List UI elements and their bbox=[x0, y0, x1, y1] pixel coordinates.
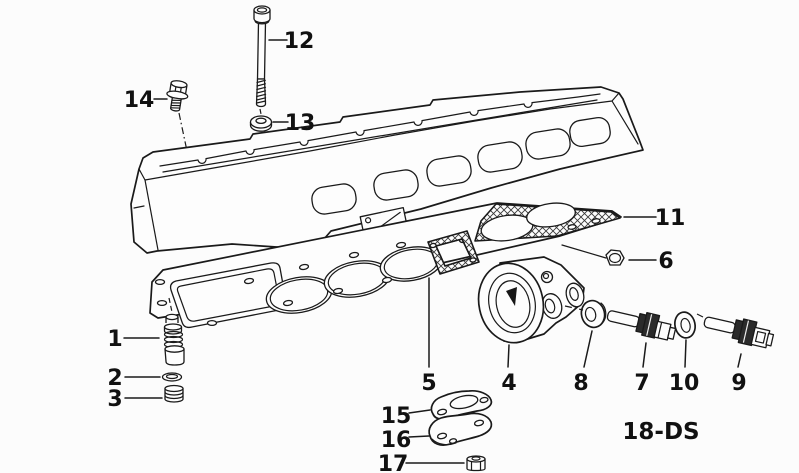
callout-3: 3 bbox=[107, 387, 122, 412]
callout-4: 4 bbox=[501, 371, 516, 396]
part-7-temperature-sensor bbox=[606, 310, 677, 341]
part-11-cylinder-head-gasket bbox=[149, 202, 622, 329]
callout-8: 8 bbox=[573, 371, 588, 396]
spring-coil bbox=[163, 335, 184, 344]
assembly-axis bbox=[564, 305, 704, 318]
callout-10: 10 bbox=[669, 371, 700, 396]
leader-lines bbox=[123, 39, 742, 464]
part-15-flange-gasket bbox=[430, 390, 493, 420]
callout-13: 13 bbox=[285, 111, 316, 136]
callout-17: 17 bbox=[378, 452, 409, 473]
spring-coil bbox=[163, 330, 184, 339]
part-9-temperature-sensor bbox=[703, 316, 775, 349]
callout-14: 14 bbox=[124, 88, 155, 113]
cylinder-bores bbox=[265, 202, 576, 314]
part-3-screw-plug bbox=[164, 384, 184, 403]
callout-6: 6 bbox=[658, 249, 673, 274]
part-8-sealing-grommet bbox=[580, 299, 607, 329]
part-17-flange-nut bbox=[466, 455, 486, 472]
valve-cover-gasket-face bbox=[159, 93, 601, 167]
diagram-code: 18-DS bbox=[622, 419, 699, 445]
part-6-hex-nut bbox=[561, 244, 625, 266]
part-16-blanking-plate bbox=[428, 412, 493, 446]
part-5-small-gasket bbox=[427, 230, 480, 275]
callout-1: 1 bbox=[107, 327, 122, 352]
part-14-hex-bolt bbox=[166, 80, 189, 152]
intake-ports bbox=[311, 116, 611, 215]
part-10-sealing-washer bbox=[674, 311, 696, 339]
callout-2: 2 bbox=[107, 366, 122, 391]
callout-11: 11 bbox=[655, 206, 686, 231]
part-4-water-outlet-housing bbox=[477, 256, 585, 344]
part-12-head-bolt bbox=[253, 5, 271, 159]
callout-5: 5 bbox=[421, 371, 436, 396]
callout-7: 7 bbox=[634, 371, 649, 396]
callout-12: 12 bbox=[284, 29, 315, 54]
part-1-vent-valve bbox=[163, 297, 185, 366]
cylinder-head bbox=[130, 86, 644, 254]
part-2-o-ring bbox=[161, 372, 183, 382]
callout-16: 16 bbox=[381, 428, 412, 453]
callout-9: 9 bbox=[731, 371, 746, 396]
part-13-washer bbox=[249, 115, 273, 132]
callout-15: 15 bbox=[381, 404, 412, 429]
